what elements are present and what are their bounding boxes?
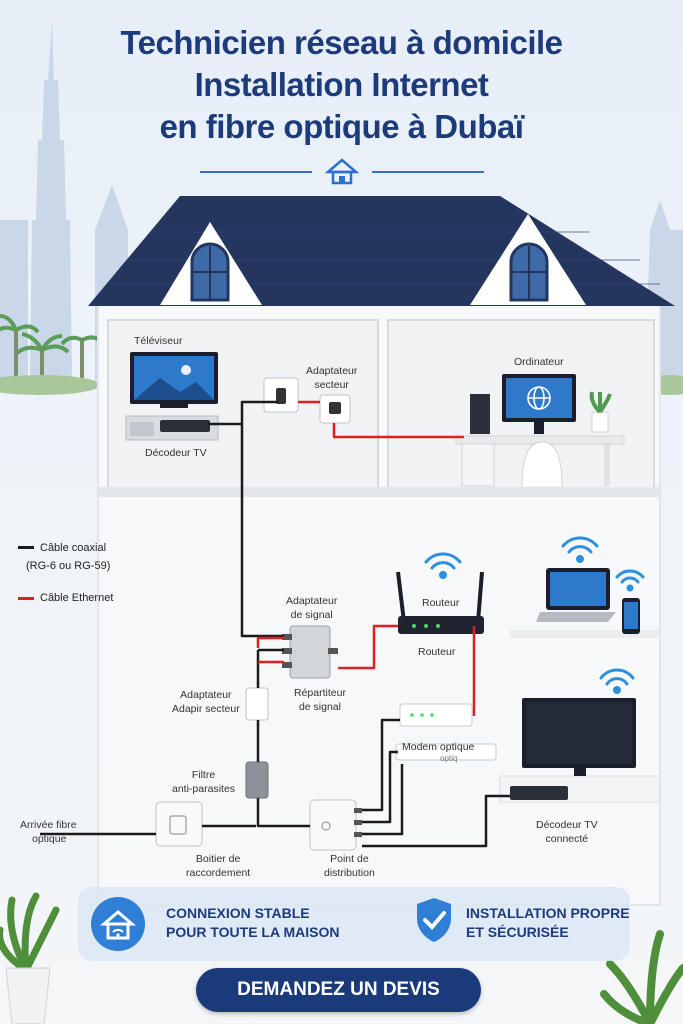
- label-adaptateur-signal: Adaptateur de signal: [286, 594, 337, 622]
- laptop-icon: [536, 568, 616, 622]
- label-line: connecté: [545, 833, 589, 845]
- label-boitier: Boitier de raccordement: [186, 852, 250, 880]
- label-routeur-bottom: Routeur: [418, 646, 456, 658]
- label-line: Adaptateur: [180, 689, 232, 701]
- connection-box-icon: [155, 801, 203, 847]
- page-title: Technicien réseau à domicile Installatio…: [0, 22, 683, 148]
- legend-coaxial: Câble coaxial: [40, 540, 106, 556]
- label-line: Adaptateur: [306, 365, 358, 377]
- label-filtre: Filtre anti-parasites: [172, 768, 235, 796]
- benefit-clean-installation: INSTALLATION PROPRE ET SÉCURISÉE: [466, 904, 630, 942]
- label-televiseur: Téléviseur: [134, 335, 183, 347]
- label-line: de signal: [290, 609, 333, 621]
- television-icon: [130, 352, 218, 408]
- anti-noise-filter-icon: [245, 761, 269, 799]
- label-line: Arrivée fibre: [20, 819, 77, 831]
- title-line-2: Installation Internet: [194, 66, 489, 103]
- label-adaptateur-left: Adaptateur Adapir secteur: [172, 688, 240, 716]
- optical-modem-icon: [395, 703, 497, 761]
- wall-adapter-icon: [245, 687, 269, 721]
- label-point-distribution: Point de distribution: [324, 852, 375, 880]
- label-modem-optique: Modem optique: [402, 741, 475, 753]
- label-line: Décodeur TV: [536, 819, 598, 831]
- benefit-line: CONNEXION STABLE: [166, 905, 310, 921]
- wifi-icon: [424, 536, 645, 694]
- label-line: secteur: [314, 379, 349, 391]
- legend-ethernet: Câble Ethernet: [40, 590, 113, 606]
- label-repartiteur: Répartiteur de signal: [294, 686, 346, 714]
- window-left: [190, 242, 230, 302]
- label-routeur-top: Routeur: [422, 597, 460, 609]
- legend-coax-line2: (RG-6 ou RG-59): [26, 560, 111, 572]
- label-decodeur-connecte: Décodeur TV connecté: [536, 818, 598, 846]
- label-line: anti-parasites: [172, 783, 236, 795]
- home-wifi-icon: [91, 897, 145, 951]
- legend-coaxial-sub: (RG-6 ou RG-59): [26, 558, 110, 574]
- smart-tv-icon: [510, 698, 636, 800]
- ethernet-cables: [256, 400, 476, 716]
- benefit-line: POUR TOUTE LA MAISON: [166, 924, 340, 940]
- computer-icon: [455, 374, 625, 487]
- signal-splitter-icon: [282, 625, 338, 679]
- label-line: Point de: [330, 853, 369, 865]
- legend-ethernet-label: Câble Ethernet: [40, 592, 114, 604]
- label-line: Adapir secteur: [172, 703, 240, 715]
- legend-coax-line1: Câble coaxial: [40, 542, 107, 554]
- label-ordinateur: Ordinateur: [514, 356, 564, 368]
- label-adaptateur-secteur: Adaptateur secteur: [306, 364, 357, 392]
- label-modem-optique-sub: optiq: [440, 754, 458, 763]
- benefit-line: ET SÉCURISÉE: [466, 924, 569, 940]
- label-decodeur-tv: Décodeur TV: [145, 447, 207, 459]
- label-line: Adaptateur: [286, 595, 338, 607]
- shield-check-icon: [417, 898, 451, 942]
- window-right: [509, 242, 549, 302]
- router-icon: [396, 571, 484, 634]
- coaxial-cables: [40, 400, 510, 848]
- label-line: optique: [32, 833, 67, 845]
- home-icon: [324, 158, 360, 185]
- potted-plant-left: [0, 892, 60, 1024]
- label-line: Répartiteur: [294, 687, 346, 699]
- label-line: distribution: [324, 867, 375, 879]
- potted-plant-right: [600, 930, 683, 1024]
- label-line: de signal: [298, 701, 341, 713]
- request-quote-button[interactable]: DEMANDEZ UN DEVIS: [196, 968, 481, 1012]
- benefit-stable-connection: CONNEXION STABLE POUR TOUTE LA MAISON: [166, 904, 339, 942]
- tv-decoder-cabinet: [125, 415, 219, 441]
- title-line-1: Technicien réseau à domicile: [120, 24, 563, 61]
- benefits-bar: [78, 887, 630, 961]
- distribution-point-icon: [309, 799, 362, 851]
- benefit-line: INSTALLATION PROPRE: [466, 905, 630, 921]
- title-line-3: en fibre optique à Dubaï: [159, 108, 524, 145]
- globe-icon: [527, 386, 551, 410]
- label-arrivee-fibre: Arrivée fibre optique: [20, 818, 77, 846]
- label-line: raccordement: [186, 867, 251, 879]
- label-line: Filtre: [191, 769, 216, 781]
- smartphone-icon: [622, 598, 640, 634]
- label-line: Boitier de: [195, 853, 241, 865]
